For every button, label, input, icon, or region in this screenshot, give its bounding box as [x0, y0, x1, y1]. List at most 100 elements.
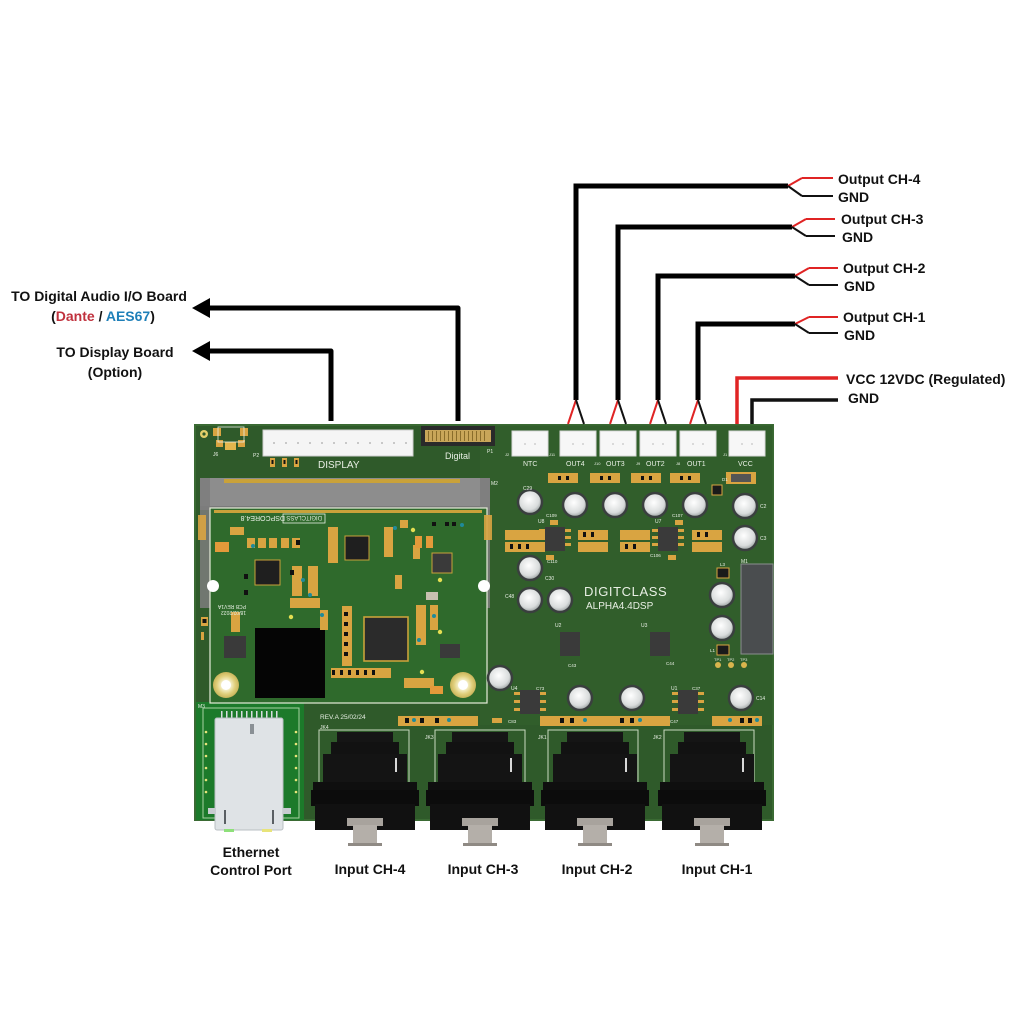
silk-c83: C83	[508, 719, 517, 724]
capacitors	[486, 488, 759, 712]
silk-digital: Digital	[445, 451, 470, 461]
silk-j1: J1	[723, 452, 728, 457]
silk-vcc: VCC	[738, 461, 753, 468]
label-out1-signal: Output CH-1	[843, 309, 926, 325]
silk-u7: U7	[655, 519, 662, 525]
label-aes67: AES67	[105, 308, 151, 324]
silk-tp2: TP2	[727, 657, 735, 662]
silk-jk1: JK1	[538, 735, 547, 741]
digital-ffc-connector	[421, 426, 495, 446]
label-out1-gnd: GND	[844, 327, 876, 343]
label-ethernet-line1: Ethernet	[222, 844, 280, 860]
silk-l1: L1	[710, 648, 716, 653]
silk-c110: C110	[547, 559, 558, 564]
cable-out3	[609, 218, 835, 425]
silk-u4: U4	[511, 686, 518, 692]
silk-c73: C73	[536, 686, 545, 691]
paren-open: (	[51, 308, 56, 324]
label-input-ch1: Input CH-1	[681, 861, 753, 877]
silk-jk2: JK2	[653, 735, 662, 741]
label-out4-signal: Output CH-4	[838, 171, 921, 187]
silk-out3: OUT3	[606, 461, 625, 468]
label-input-ch2: Input CH-2	[561, 861, 633, 877]
cable-vcc	[735, 376, 838, 424]
silk-p2: P2	[253, 453, 259, 459]
cable-digital-io	[192, 298, 461, 421]
cable-display	[192, 341, 334, 421]
board-brand: DIGITCLASS	[584, 584, 667, 599]
label-display-title: TO Display Board	[56, 344, 174, 360]
silk-u1: U1	[671, 686, 678, 692]
label-input-ch4: Input CH-4	[334, 861, 406, 877]
silk-c107: C107	[672, 513, 683, 518]
silk-u2: U2	[555, 623, 562, 629]
silk-m1: M1	[741, 559, 748, 565]
label-out3-gnd: GND	[842, 229, 874, 245]
input-jack-ch1	[658, 732, 766, 846]
label-display-option: (Option)	[87, 364, 143, 380]
label-out3-signal: Output CH-3	[841, 211, 924, 227]
silk-c37: C37	[692, 686, 701, 691]
output-pad-dots	[510, 476, 708, 549]
silk-j6: J6	[213, 452, 219, 458]
label-display-board: TO Display Board (Option)	[50, 344, 180, 380]
lower-pad-rows	[398, 716, 762, 726]
top-connectors	[511, 430, 766, 457]
silk-u3: U3	[641, 623, 648, 629]
cable-out1	[689, 316, 838, 425]
paren-close: )	[150, 308, 155, 324]
silk-m2: M2	[491, 481, 498, 487]
silk-out4: OUT4	[566, 461, 585, 468]
silk-c106: C106	[650, 553, 661, 558]
label-digital-io: TO Digital Audio I/O Board (Dante / AES6…	[0, 288, 198, 324]
input-jack-ch2	[541, 732, 649, 846]
label-digital-io-title: TO Digital Audio I/O Board	[11, 288, 187, 304]
label-vcc-signal: VCC 12VDC (Regulated)	[846, 371, 1006, 387]
label-out2-signal: Output CH-2	[843, 260, 926, 276]
m1-module	[711, 484, 774, 668]
input-jack-ch4	[311, 732, 419, 846]
module-date: 18/02/2022	[221, 609, 246, 615]
silk-c47: C47	[670, 719, 679, 724]
cable-out4	[567, 177, 833, 425]
silk-out2: OUT2	[646, 461, 665, 468]
label-ethernet-line2: Control Port	[210, 862, 292, 878]
silk-c2: C2	[760, 504, 767, 510]
silk-j2: J2	[505, 452, 510, 457]
label-dante: Dante	[55, 308, 95, 324]
silk-j11: J11	[549, 452, 556, 457]
silk-jk3: JK3	[425, 735, 434, 741]
silk-c109: C109	[546, 513, 557, 518]
silk-display: DISPLAY	[318, 460, 360, 471]
label-input-ch3: Input CH-3	[447, 861, 519, 877]
silk-j9: J9	[636, 461, 641, 466]
module-brand: DIGITCLASS	[286, 514, 322, 520]
silk-c3: C3	[760, 536, 767, 542]
op-amp-ics	[514, 527, 704, 714]
j6-footprint	[200, 426, 248, 450]
silk-c30: C30	[545, 576, 554, 582]
silk-l3: L3	[720, 562, 726, 567]
silk-jk4: JK4	[320, 725, 329, 731]
silk-tp1: TP1	[714, 657, 722, 662]
silk-m3: M3	[198, 704, 205, 710]
ethernet-jack	[208, 711, 291, 832]
silk-u8: U8	[538, 519, 545, 525]
display-header	[262, 429, 414, 467]
silk-c44: C44	[666, 661, 675, 666]
cable-out2	[649, 267, 838, 425]
silk-c14: C14	[756, 696, 765, 702]
module-name: DSPCORE4.8	[241, 514, 285, 521]
dsp-core-module	[198, 507, 492, 704]
label-out2-gnd: GND	[844, 278, 876, 294]
board-revision: REV.A 25/02/24	[320, 714, 366, 721]
silk-ntc: NTC	[523, 461, 537, 468]
silk-out1: OUT1	[687, 461, 706, 468]
label-ethernet: Ethernet Control Port	[196, 844, 306, 878]
silk-p1: P1	[487, 449, 493, 455]
input-jack-ch3	[426, 732, 534, 846]
